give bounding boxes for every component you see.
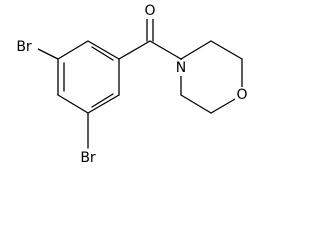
ring-oxygen-label: O	[236, 87, 247, 103]
morpholine-bond-1	[180, 40, 212, 60]
atom-amide-nitrogen: N	[174, 60, 188, 76]
atom-ring-oxygen: O	[235, 87, 249, 103]
ring-bond-1	[57, 40, 89, 60]
atom-br-top: Br	[12, 38, 38, 56]
ring-bond-2	[87, 40, 120, 60]
bond-ring-to-br-top	[35, 47, 59, 60]
carbonyl-oxygen-label: O	[144, 3, 155, 19]
ring-bond-4	[87, 94, 120, 114]
bond-carbonyl-to-nitrogen	[149, 40, 182, 60]
br-bottom-label: Br	[80, 150, 96, 166]
atom-carbonyl-oxygen: O	[143, 3, 157, 19]
benzene-ring	[57, 40, 120, 114]
chemical-structure: Br Br O N O	[12, 3, 249, 167]
bond-ring-to-carbonyl	[118, 40, 151, 60]
br-top-label: Br	[16, 39, 32, 55]
ring-double-bond-inner-2	[91, 93, 114, 108]
morpholine-bond-2	[210, 40, 243, 60]
amide-nitrogen-label: N	[176, 60, 186, 76]
morpholine-ring	[180, 40, 243, 114]
ring-double-bond-inner-1	[91, 46, 114, 61]
ring-bond-5	[57, 94, 89, 114]
atom-br-bottom: Br	[75, 149, 101, 167]
morpholine-bond-5	[180, 94, 212, 114]
